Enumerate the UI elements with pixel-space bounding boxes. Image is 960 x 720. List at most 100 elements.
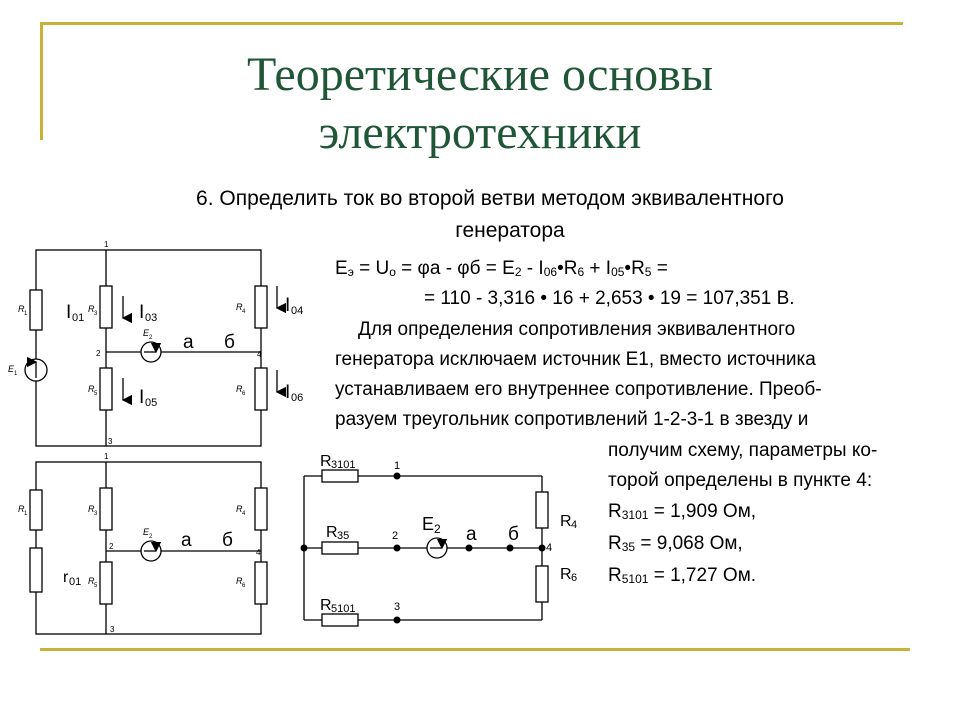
f-minus: - I <box>521 258 544 279</box>
result-r5101-value: = 1,727 Ом. <box>648 565 757 586</box>
c1-label-i04-sub: 04 <box>291 305 303 317</box>
f-r6: •R <box>557 258 578 279</box>
c1-label-b: б <box>224 332 235 353</box>
c3-label-r6-sub: 6 <box>571 572 577 584</box>
frame-top-line <box>40 22 903 25</box>
c2-label-r3-sub: 3 <box>94 511 98 517</box>
c2-node-2: 2 <box>109 542 114 551</box>
title-line-1: Теоретические основы <box>246 48 714 101</box>
c1-resistor-r6 <box>254 367 268 411</box>
c1-label-r4: R <box>236 302 243 312</box>
c2-label-r6-sub: 6 <box>242 583 246 589</box>
c3-label-r35: R <box>326 524 338 541</box>
c3-resistor-r35 <box>321 541 359 555</box>
para-line-5: получим схему, параметры ко- <box>608 440 878 461</box>
c1-label-r5-sub: 5 <box>94 391 98 397</box>
f-eq2: = φa - φб = E <box>395 258 515 279</box>
c2-label-r01-sub: 01 <box>69 576 81 588</box>
c2-label-a: а <box>181 530 192 551</box>
c1-resistor-r1 <box>29 289 43 331</box>
c1-label-i03-sub: 03 <box>145 312 157 324</box>
c3-dot-b <box>506 544 514 552</box>
c2-label-r3: R <box>88 504 95 514</box>
c3-label-r5101-sub: 5101 <box>331 603 355 615</box>
result-r35-value: = 9,068 Ом, <box>635 533 743 554</box>
c3-dot-node-1 <box>393 472 401 480</box>
result-r35-sub: 35 <box>621 540 636 554</box>
c1-label-i01: I <box>66 302 71 323</box>
c3-node-3: 3 <box>394 601 400 613</box>
c3-resistor-r6 <box>535 565 549 603</box>
para-line-2: генератора исключаем источник Е1, вместо… <box>335 349 816 370</box>
c2-resistor-r1 <box>29 489 43 531</box>
f-plus: + I <box>584 258 612 279</box>
c2-labels: 1 2 3 4 R 1 r 01 R 3 R 5 R 4 R 6 E 2 а б <box>18 452 261 634</box>
c2-resistor-r5 <box>99 561 113 605</box>
c2-label-r01: r <box>63 569 69 586</box>
c2-resistor-r01 <box>29 547 43 593</box>
c3-node-1: 1 <box>394 460 400 472</box>
c1-label-a: а <box>183 332 194 353</box>
para-line-4: разуем треугольник сопротивлений 1-2-3-1… <box>335 409 809 430</box>
c1-label-e2: E <box>143 328 150 338</box>
c2-label-r6: R <box>236 576 243 586</box>
result-r5101: R5101 = 1,727 Ом. <box>608 562 756 593</box>
c2-label-b: б <box>222 530 233 551</box>
c3-label-a: а <box>466 524 477 545</box>
c2-label-r4: R <box>236 504 243 514</box>
c3-dot-a <box>465 544 473 552</box>
task-statement: 6. Определить ток во второй ветви методо… <box>60 183 920 247</box>
c3-label-r5101: R <box>320 597 332 614</box>
c1-label-r1: R <box>18 304 25 314</box>
result-r3101-sub: 3101 <box>621 508 649 522</box>
result-r3101-value: = 1,909 Ом, <box>648 501 757 522</box>
c2-label-e2-sub: 2 <box>149 534 153 540</box>
c3-resistor-r3101 <box>321 469 359 483</box>
result-r5101-sub: 5101 <box>621 572 649 586</box>
c3-node-4: 4 <box>546 542 552 554</box>
c1-label-r3-sub: 3 <box>94 311 98 317</box>
f-i05-sub: 05 <box>611 265 625 279</box>
c1-node-4: 4 <box>257 350 262 359</box>
circuit-1 <box>24 249 287 447</box>
c1-label-e1-sub: 1 <box>14 371 18 377</box>
f-end: = <box>651 258 668 279</box>
c3-dot-left <box>300 544 308 552</box>
c2-label-r1-sub: 1 <box>24 511 28 517</box>
c1-label-r5: R <box>88 384 95 394</box>
f-r5: •R <box>624 258 645 279</box>
c3-dot-node-4 <box>538 544 546 552</box>
c1-label-i05-sub: 05 <box>145 397 157 409</box>
c1-resistor-r5 <box>99 367 113 411</box>
frame-bottom-line <box>40 648 910 651</box>
c3-resistor-r4 <box>535 491 549 529</box>
c1-resistor-r3 <box>99 285 113 329</box>
task-line-2: генератора <box>455 219 565 242</box>
c3-labels: R 3101 R 35 R 5101 R 4 R 6 1 2 3 4 E 2 а… <box>320 453 577 615</box>
c2-label-r4-sub: 4 <box>242 511 246 517</box>
result-r35-name: R <box>608 533 622 554</box>
f-r5-sub: 5 <box>644 265 652 279</box>
c2-node-1: 1 <box>104 452 109 461</box>
c1-label-r4-sub: 4 <box>242 309 246 315</box>
c2-node-3: 3 <box>110 625 115 634</box>
c1-label-i01-sub: 01 <box>72 312 84 324</box>
c1-label-i06: I <box>285 382 290 403</box>
c3-dot-node-2 <box>393 544 401 552</box>
c2-node-4: 4 <box>256 548 261 557</box>
c2-resistor-r3 <box>99 487 113 531</box>
c1-node-3: 3 <box>108 437 113 446</box>
c1-label-e2-sub: 2 <box>149 335 153 341</box>
c1-label-r6-sub: 6 <box>242 391 246 397</box>
c2-label-r1: R <box>18 504 25 514</box>
c3-label-r3101-sub: 3101 <box>331 459 355 471</box>
c3-label-e2: E <box>422 514 434 534</box>
para-line-3: устанавливаем его внутреннее сопротивлен… <box>335 379 822 400</box>
f-r6-sub: 6 <box>577 265 585 279</box>
c1-node-2: 2 <box>96 349 101 358</box>
c3-label-r4-sub: 4 <box>571 519 577 531</box>
c1-label-i06-sub: 06 <box>291 392 303 404</box>
c2-label-r5: R <box>88 576 95 586</box>
c3-label-e2-sub: 2 <box>434 522 441 536</box>
